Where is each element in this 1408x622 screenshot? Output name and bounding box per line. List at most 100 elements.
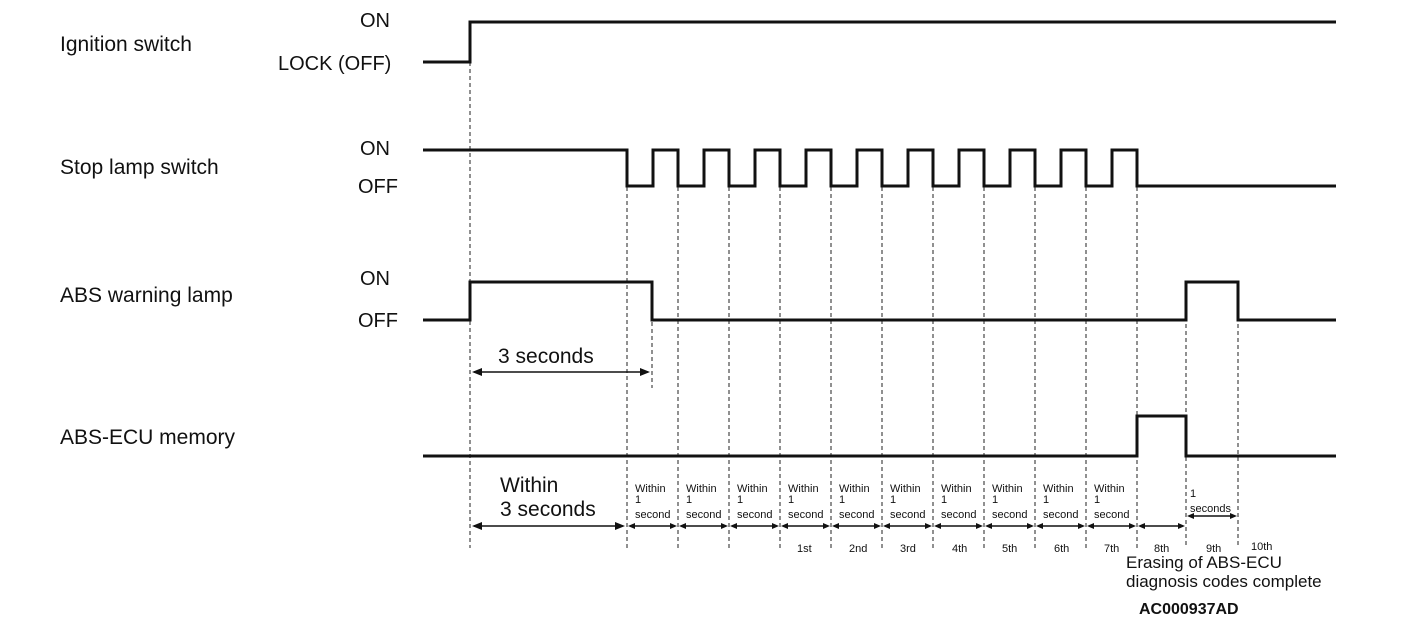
first-interval-arrowhead-left	[472, 522, 482, 530]
interval-number-text: 1	[686, 494, 692, 506]
interval-within-text: Within	[992, 483, 1023, 495]
interval-unit-text: second	[788, 509, 823, 521]
interval-unit-text: second	[890, 509, 925, 521]
interval-within-text: Within	[1043, 483, 1074, 495]
first-interval-arrowhead-right	[615, 522, 625, 530]
stop-lamp-on-state: ON	[360, 138, 390, 160]
interval-arrowhead-left	[1087, 523, 1094, 529]
stop-lamp-off-state: OFF	[358, 176, 398, 198]
count-label: 7th	[1104, 543, 1119, 555]
interval-unit-text: second	[941, 509, 976, 521]
interval-5: Within 1 second	[832, 483, 881, 529]
count-labels: 1st 2nd 3rd 4th 5th 6th 7th 8th 9th 10th	[797, 541, 1272, 555]
ninth-interval-unit: seconds	[1190, 503, 1231, 515]
interval-within-text: Within	[941, 483, 972, 495]
interval-within-text: Within	[788, 483, 819, 495]
interval-arrowhead-left	[1138, 523, 1145, 529]
warning-lamp-on-state: ON	[360, 268, 390, 290]
erase-note-line1: Erasing of ABS-ECU	[1126, 553, 1282, 572]
interval-within-text: Within	[635, 483, 666, 495]
interval-arrowhead-right	[1129, 523, 1136, 529]
interval-arrowhead-left	[883, 523, 890, 529]
count-label: 8th	[1154, 543, 1169, 555]
interval-arrowhead-left	[985, 523, 992, 529]
ignition-on-state: ON	[360, 10, 390, 32]
interval-8: Within 1 second	[985, 483, 1034, 529]
interval-unit-text: second	[992, 509, 1027, 521]
ninth-interval-number: 1	[1190, 488, 1196, 500]
warning-lamp-off-state: OFF	[358, 310, 398, 332]
interval-within-text: Within	[1094, 483, 1125, 495]
warning-duration-label: 3 seconds	[498, 345, 594, 368]
ignition-off-state: LOCK (OFF)	[278, 53, 391, 75]
warning-duration-arrowhead-right	[640, 368, 650, 376]
interval-within-text: Within	[890, 483, 921, 495]
abs-ecu-memory-label: ABS-ECU memory	[60, 426, 236, 449]
interval-arrowhead-right	[772, 523, 779, 529]
interval-within-text: Within	[737, 483, 768, 495]
interval-number-text: 1	[839, 494, 845, 506]
interval-ninth: 1 seconds	[1187, 488, 1237, 519]
count-label: 3rd	[900, 543, 916, 555]
interval-arrowhead-right	[721, 523, 728, 529]
interval-arrowhead-right	[1078, 523, 1085, 529]
interval-number-text: 1	[1043, 494, 1049, 506]
interval-arrowhead-left	[628, 523, 635, 529]
interval-arrowhead-left	[934, 523, 941, 529]
ignition-switch-waveform	[423, 20, 1336, 64]
interval-10: Within 1 second	[1087, 483, 1136, 529]
first-interval-line1: Within	[500, 474, 558, 497]
interval-arrowhead-right	[1230, 513, 1237, 519]
interval-1: Within 1 second	[628, 483, 677, 529]
interval-arrowhead-right	[1178, 523, 1185, 529]
warning-duration-arrowhead-left	[472, 368, 482, 376]
interval-number-text: 1	[890, 494, 896, 506]
abs-ecu-memory-waveform	[423, 414, 1336, 458]
interval-2: Within 1 second	[679, 483, 728, 529]
interval-arrowhead-right	[874, 523, 881, 529]
interval-number-text: 1	[635, 494, 641, 506]
interval-number-text: 1	[737, 494, 743, 506]
interval-arrowhead-right	[823, 523, 830, 529]
interval-arrowhead-left	[1036, 523, 1043, 529]
abs-warning-lamp-label: ABS warning lamp	[60, 284, 233, 307]
interval-unit-text: second	[635, 509, 670, 521]
interval-unit-text: second	[737, 509, 772, 521]
figure-code: AC000937AD	[1139, 601, 1239, 618]
count-label: 9th	[1206, 543, 1221, 555]
interval-eighth	[1138, 523, 1185, 529]
interval-number-text: 1	[941, 494, 947, 506]
interval-number-text: 1	[1094, 494, 1100, 506]
interval-within-text: Within	[686, 483, 717, 495]
count-label: 6th	[1054, 543, 1069, 555]
erase-note-line2: diagnosis codes complete	[1126, 572, 1322, 591]
interval-9: Within 1 second	[1036, 483, 1085, 529]
count-label: 5th	[1002, 543, 1017, 555]
stop-lamp-switch-label: Stop lamp switch	[60, 156, 219, 179]
first-interval-line2: 3 seconds	[500, 498, 596, 521]
interval-unit-text: second	[686, 509, 721, 521]
interval-number-text: 1	[788, 494, 794, 506]
abs-warning-lamp-waveform	[423, 280, 1336, 322]
interval-number-text: 1	[992, 494, 998, 506]
interval-4: Within 1 second	[781, 483, 830, 529]
interval-arrowhead-left	[781, 523, 788, 529]
interval-within-text: Within	[839, 483, 870, 495]
count-label: 1st	[797, 543, 812, 555]
time-guides	[469, 62, 1239, 548]
interval-arrowhead-right	[1027, 523, 1034, 529]
interval-arrowhead-left	[832, 523, 839, 529]
interval-unit-text: second	[839, 509, 874, 521]
interval-7: Within 1 second	[934, 483, 983, 529]
interval-3: Within 1 second	[730, 483, 779, 529]
interval-arrowhead-left	[679, 523, 686, 529]
interval-arrowhead-left	[1187, 513, 1194, 519]
count-label: 10th	[1251, 541, 1272, 553]
interval-6: Within 1 second	[883, 483, 932, 529]
interval-arrowhead-right	[925, 523, 932, 529]
interval-unit-text: second	[1043, 509, 1078, 521]
interval-arrowhead-right	[670, 523, 677, 529]
count-label: 2nd	[849, 543, 867, 555]
interval-unit-text: second	[1094, 509, 1129, 521]
